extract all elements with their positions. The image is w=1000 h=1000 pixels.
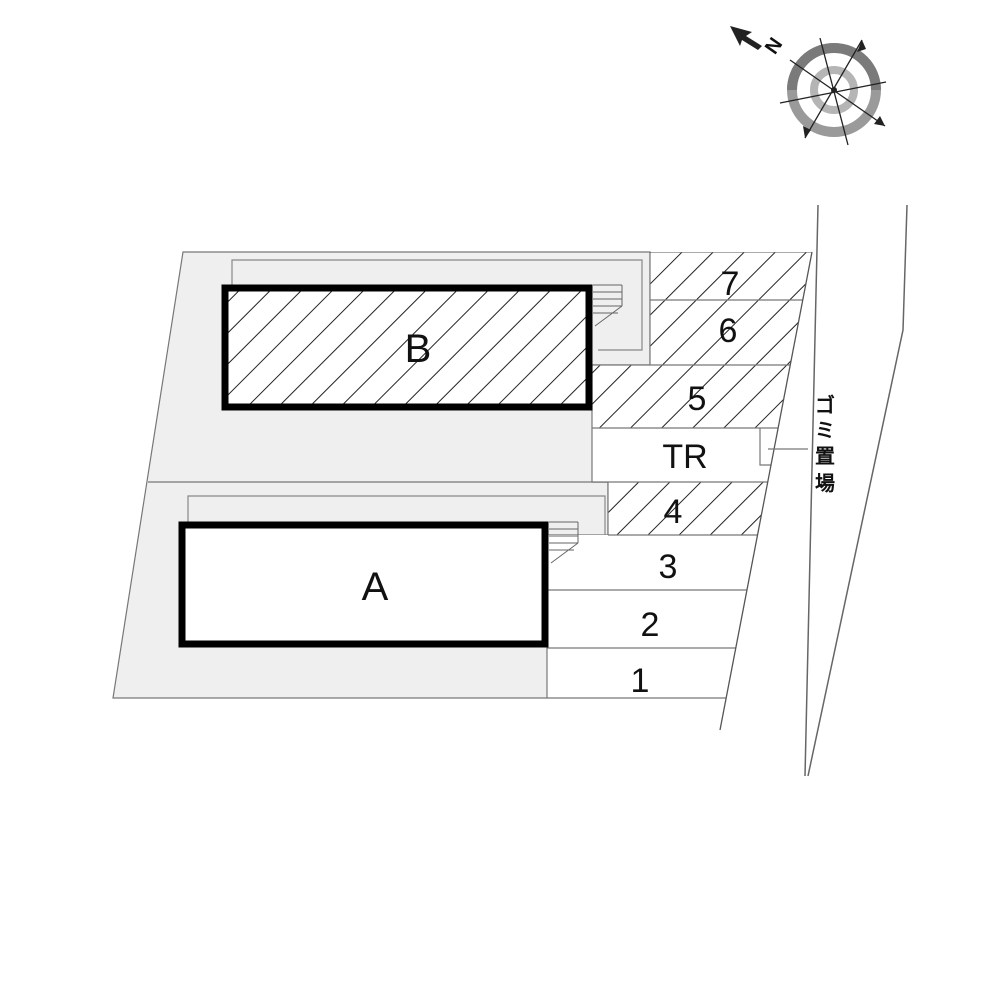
svg-text:ミ: ミ: [815, 420, 835, 442]
parking-area: [547, 252, 852, 699]
parking-label-2: 2: [641, 606, 660, 644]
parking-space-1[interactable]: [547, 648, 847, 698]
compass-rose-icon: N: [730, 26, 887, 146]
parking-label-7: 7: [721, 265, 740, 303]
building-b[interactable]: [221, 284, 623, 411]
parking-space-3[interactable]: [547, 535, 847, 590]
svg-text:ゴ: ゴ: [815, 393, 835, 417]
parking-space-2[interactable]: [547, 590, 847, 648]
parking-space-5[interactable]: [592, 365, 852, 428]
parking-label-3: 3: [659, 548, 678, 586]
building-a-label: A: [362, 565, 389, 609]
building-b-label: B: [405, 327, 432, 371]
parking-label-5: 5: [688, 380, 707, 418]
north-label: N: [761, 34, 787, 58]
parking-label-6: 6: [719, 312, 738, 350]
svg-text:置: 置: [815, 445, 835, 468]
stairs-icon: [549, 521, 579, 564]
parking-label-tr: TR: [662, 438, 707, 476]
svg-text:場: 場: [815, 472, 835, 495]
parking-label-1: 1: [631, 662, 650, 700]
stairs-icon: [593, 284, 623, 327]
parking-space-6[interactable]: [650, 300, 850, 365]
road: [804, 204, 908, 777]
parking-label-4: 4: [664, 493, 683, 531]
garbage-area-label: ゴ ミ 置 場: [815, 393, 835, 495]
building-a[interactable]: [178, 521, 579, 648]
parking-space-7[interactable]: [650, 252, 850, 300]
lot-boundary-right: [719, 251, 813, 731]
